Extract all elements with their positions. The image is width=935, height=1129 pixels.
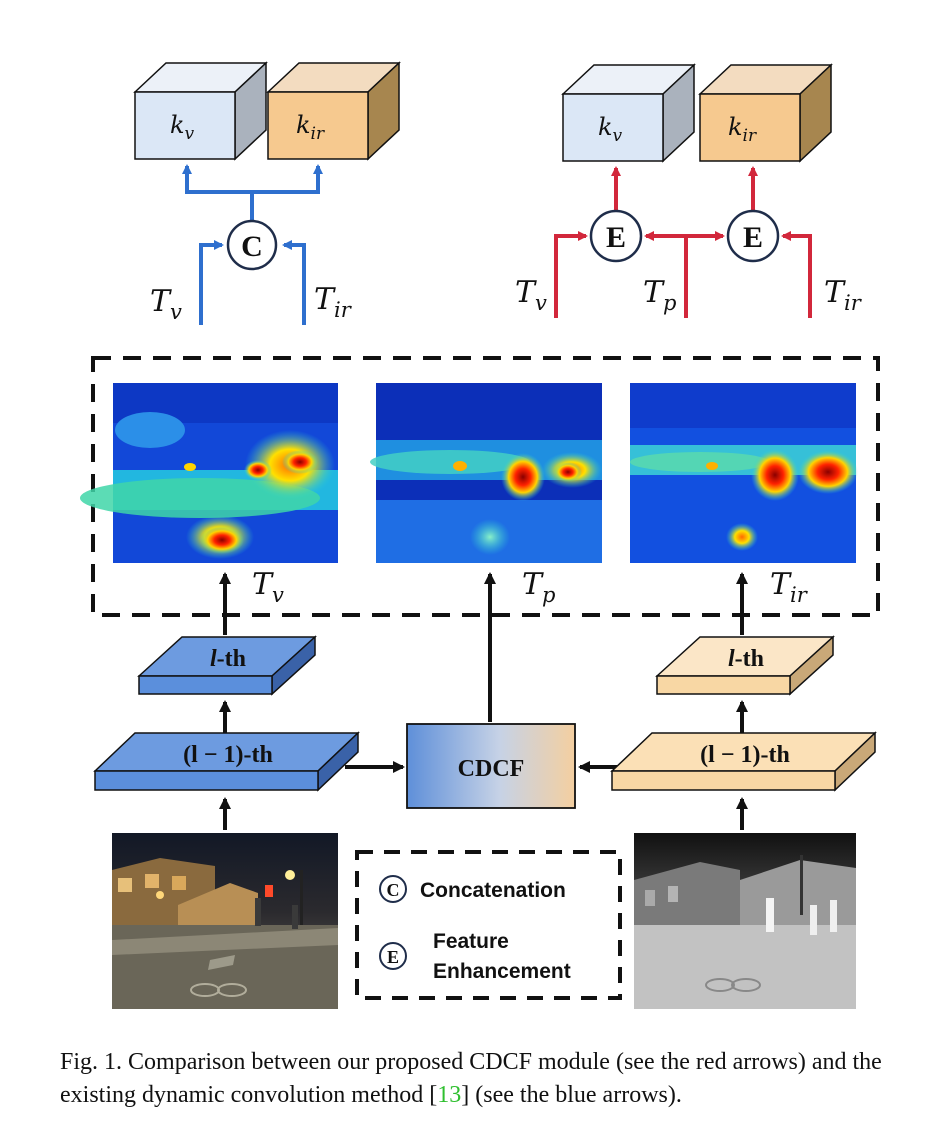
- svg-text:l-th: l-th: [210, 646, 246, 672]
- heatmap-tv: [80, 383, 338, 563]
- kv-box-left: kv: [133, 61, 268, 161]
- svg-text:C: C: [387, 880, 400, 900]
- tv-label-map: Tv: [252, 567, 284, 607]
- visible-previous-layer: (l − 1)-th: [93, 731, 360, 792]
- red-arrows: [554, 166, 812, 318]
- citation-link[interactable]: 13: [437, 1082, 462, 1108]
- figure-caption: Fig. 1. Comparison between our proposed …: [60, 1049, 882, 1108]
- visible-l-th-layer: l-th: [137, 635, 317, 696]
- svg-text:kir: kir: [296, 111, 325, 144]
- svg-text:l-th: l-th: [728, 646, 764, 672]
- heatmap-tp: [370, 383, 602, 563]
- blue-arrows: [182, 164, 323, 325]
- kir-box-right: kir: [698, 63, 833, 163]
- infrared-photo: [634, 833, 856, 1009]
- infrared-l-th-layer: l-th: [655, 635, 835, 696]
- svg-text:kv: kv: [598, 113, 623, 146]
- tp-label-map: Tp: [522, 567, 555, 607]
- backbone-arrows: [219, 572, 748, 830]
- enhancement-node-infrared: E: [726, 209, 780, 263]
- legend-feature-label: Feature: [433, 930, 509, 953]
- feature-maps-dashed-frame: [91, 356, 880, 617]
- cdcf-diagram: kv kir C Tv Tir kv kir: [80, 61, 880, 1009]
- kir-box-left: kir: [266, 61, 401, 161]
- svg-text:kv: kv: [170, 111, 195, 144]
- svg-text:E: E: [743, 221, 763, 254]
- tir-label-right: Tir: [824, 275, 863, 315]
- legend-concatenation-label: Concatenation: [420, 879, 566, 902]
- svg-text:C: C: [241, 230, 263, 263]
- svg-text:(l − 1)-th: (l − 1)-th: [183, 742, 273, 768]
- tir-label-map: Tir: [770, 567, 809, 607]
- svg-text:E: E: [387, 947, 399, 967]
- visible-night-photo: [112, 833, 338, 1009]
- tv-label-right: Tv: [515, 275, 547, 315]
- svg-text:kir: kir: [728, 113, 757, 146]
- kv-box-right: kv: [561, 63, 696, 163]
- svg-text:E: E: [606, 221, 626, 254]
- concatenation-node: C: [226, 219, 278, 271]
- legend-enhancement-label: Enhancement: [433, 960, 571, 983]
- enhancement-node-visible: E: [589, 209, 643, 263]
- tp-label-right: Tp: [643, 275, 676, 315]
- cdcf-module: CDCF: [406, 723, 576, 809]
- infrared-previous-layer: (l − 1)-th: [610, 731, 877, 792]
- tv-label-left: Tv: [150, 284, 182, 324]
- tir-label-left: Tir: [314, 282, 353, 322]
- svg-text:(l − 1)-th: (l − 1)-th: [700, 742, 790, 768]
- legend: C Concatenation E Feature Enhancement: [355, 850, 622, 1000]
- heatmap-tir: [630, 383, 858, 563]
- svg-text:CDCF: CDCF: [458, 756, 525, 782]
